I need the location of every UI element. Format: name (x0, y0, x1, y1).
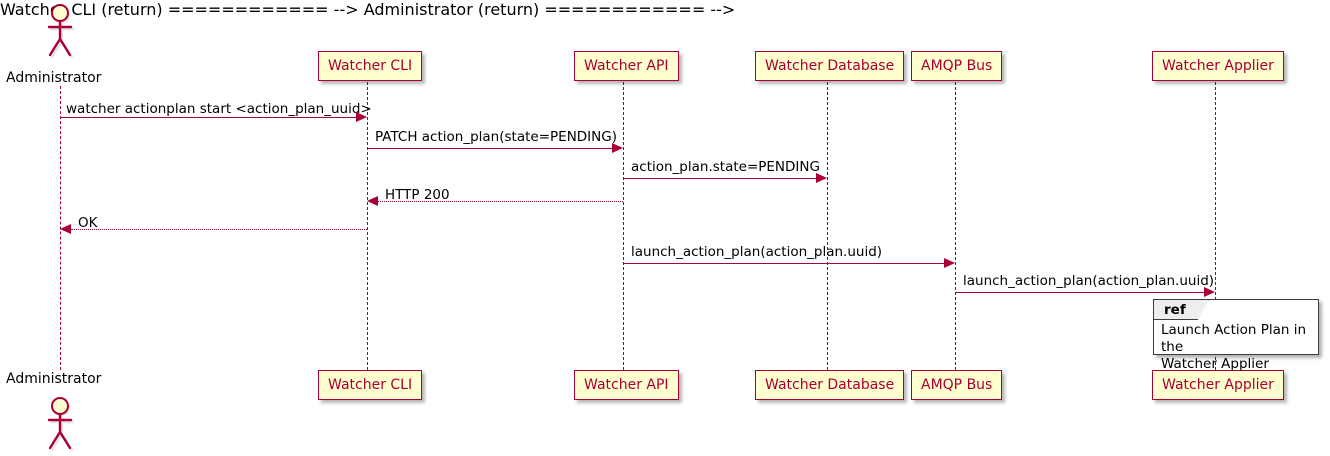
message-label-7: launch_action_plan(action_plan.uuid) (963, 273, 1215, 289)
message-arrow-4 (378, 201, 623, 202)
participant-label: Watcher CLI (328, 377, 413, 393)
message-arrowhead-7 (1204, 287, 1215, 297)
actor-administrator-bottom (39, 396, 83, 452)
message-arrowhead-5 (60, 224, 71, 234)
participant-watcher-api-bottom[interactable]: Watcher API (574, 370, 679, 400)
message-arrowhead-4 (367, 196, 378, 206)
message-arrow-7 (955, 292, 1205, 293)
message-arrowhead-6 (944, 258, 955, 268)
lifeline-watcher-api (623, 82, 624, 370)
ref-frame-tab: ref (1154, 300, 1209, 320)
participant-watcher-database-bottom[interactable]: Watcher Database (755, 370, 905, 400)
participant-watcher-applier-bottom[interactable]: Watcher Applier (1152, 370, 1284, 400)
lifeline-watcher-cli (367, 82, 368, 370)
lifeline-watcher-database (827, 82, 828, 370)
message-arrowhead-1 (356, 112, 367, 122)
participant-label: AMQP Bus (921, 58, 993, 74)
ref-frame: ref Launch Action Plan in the Watcher Ap… (1153, 299, 1319, 372)
participant-label: AMQP Bus (921, 377, 993, 393)
participant-label: Watcher API (584, 377, 669, 393)
message-label-4: HTTP 200 (385, 187, 450, 203)
ref-frame-body: Launch Action Plan in the Watcher Applie… (1161, 322, 1307, 372)
message-label-1: watcher actionplan start <action_plan_uu… (66, 101, 372, 117)
participant-label: Watcher API (584, 58, 669, 74)
participant-label: Watcher CLI (328, 58, 413, 74)
participant-watcher-cli-bottom[interactable]: Watcher CLI (318, 370, 423, 400)
participant-amqp-bus-top[interactable]: AMQP Bus (911, 51, 1003, 81)
message-label-6: launch_action_plan(action_plan.uuid) (631, 244, 883, 260)
message-label-5: OK (78, 215, 98, 231)
participant-watcher-cli-top[interactable]: Watcher CLI (318, 51, 423, 81)
lifeline-watcher-applier (1215, 82, 1216, 370)
message-arrowhead-2 (612, 143, 623, 153)
message-arrow-6 (623, 263, 945, 264)
lifeline-amqp-bus (955, 82, 956, 370)
ref-frame-tab-label: ref (1164, 301, 1186, 318)
message-arrowhead-3 (816, 173, 827, 183)
participant-watcher-api-top[interactable]: Watcher API (574, 51, 679, 81)
message-label-3: action_plan.state=PENDING (631, 159, 820, 175)
participant-label: Watcher Applier (1162, 377, 1274, 393)
message-arrow-1 (60, 117, 357, 118)
actor-label-administrator-top: Administrator (6, 70, 102, 86)
participant-amqp-bus-bottom[interactable]: AMQP Bus (911, 370, 1003, 400)
participant-label: Watcher Database (765, 377, 895, 393)
actor-administrator-top (39, 3, 83, 59)
message-label-2: PATCH action_plan(state=PENDING) (375, 129, 617, 145)
message-arrow-2 (367, 148, 613, 149)
actor-label-administrator-bottom: Administrator (6, 371, 102, 387)
participant-watcher-database-top[interactable]: Watcher Database (755, 51, 905, 81)
participant-label: Watcher Database (765, 58, 895, 74)
participant-label: Watcher Applier (1162, 58, 1274, 74)
participant-watcher-applier-top[interactable]: Watcher Applier (1152, 51, 1284, 81)
message-arrow-5 (71, 229, 367, 230)
message-arrow-3 (623, 178, 817, 179)
